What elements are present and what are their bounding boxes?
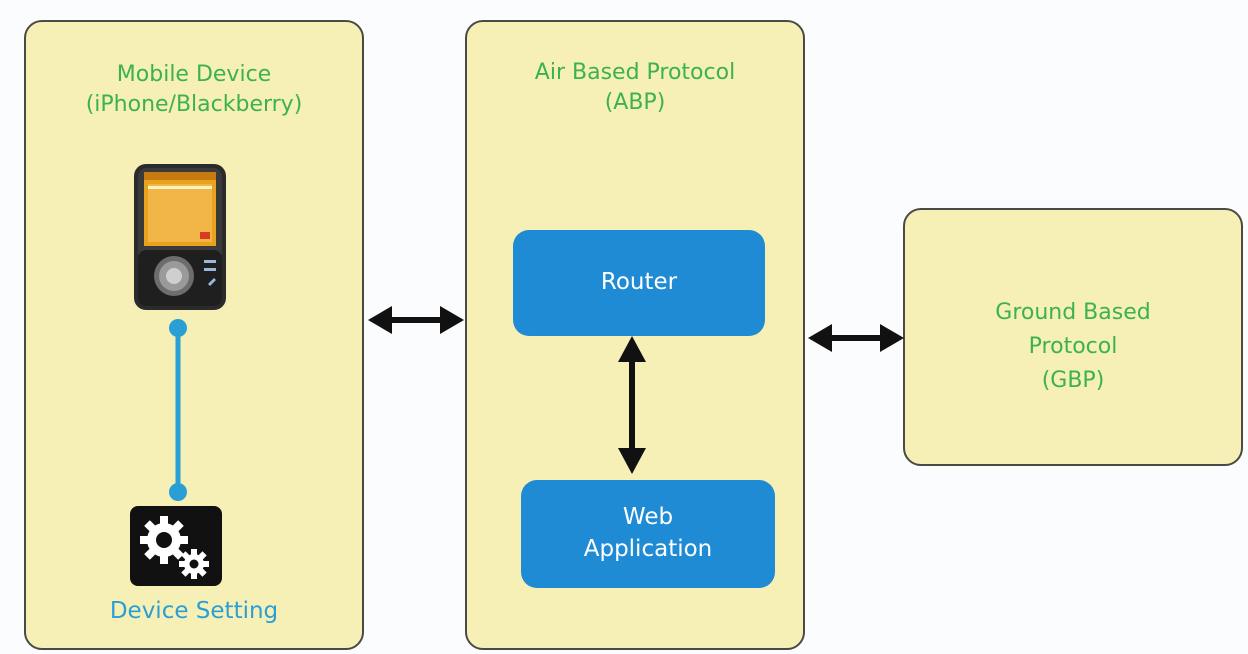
- mobile-device-panel: Mobile Device (iPhone/Blackberry): [24, 20, 364, 650]
- abp-gbp-double-arrow: [808, 324, 904, 352]
- device-setting-label: Device Setting: [109, 598, 279, 624]
- router-label: Router: [600, 269, 678, 295]
- router-box: Router: [513, 230, 765, 336]
- air-based-protocol-panel: Air Based Protocol (ABP) Router Web Appl…: [465, 20, 805, 650]
- mobile-phone-icon: [134, 164, 226, 310]
- gbp-title-line2: Protocol: [1028, 334, 1118, 359]
- gbp-title-line1: Ground Based: [995, 300, 1151, 325]
- gears-icon: [130, 506, 222, 586]
- mobile-abp-double-arrow: [368, 306, 464, 334]
- web-application-label-line1: Web: [622, 504, 674, 530]
- web-application-box: Web Application: [521, 480, 775, 588]
- device-settings-connector: [169, 319, 187, 501]
- ground-based-protocol-panel: Ground Based Protocol (GBP): [903, 208, 1243, 466]
- mobile-device-title: Mobile Device: [116, 62, 272, 87]
- web-application-label-line2: Application: [583, 536, 713, 562]
- mobile-device-subtitle: (iPhone/Blackberry): [85, 92, 303, 117]
- gbp-title-line3: (GBP): [1041, 368, 1105, 393]
- abp-title: Air Based Protocol: [534, 60, 736, 85]
- abp-subtitle: (ABP): [604, 90, 666, 115]
